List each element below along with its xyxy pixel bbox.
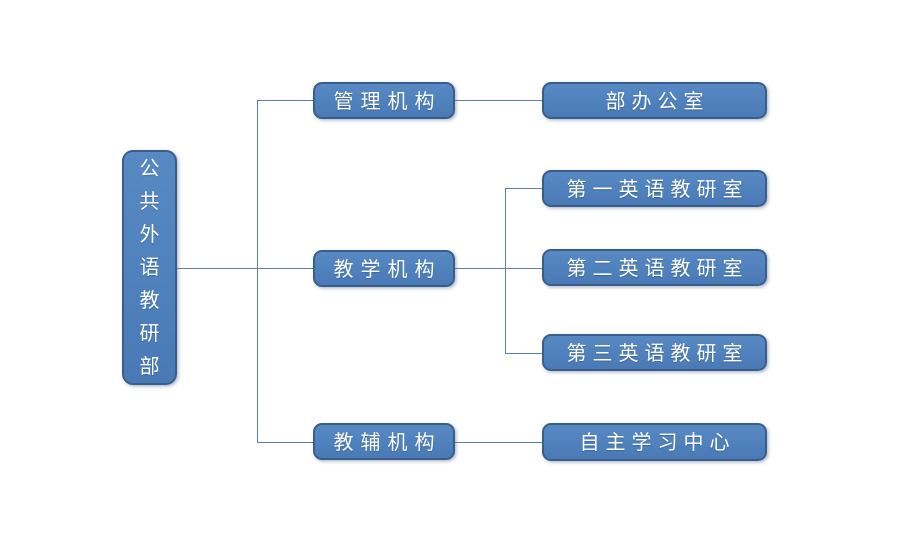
node-auxiliary-org: 教辅机构 — [313, 423, 455, 460]
node-english-office-3: 第三英语教研室 — [542, 334, 767, 371]
node-management-label: 管理机构 — [333, 88, 442, 113]
node-dept-office: 部办公室 — [542, 82, 767, 119]
connector-auxiliary-to-selfstudy — [455, 442, 542, 443]
connector-branch-english1 — [505, 188, 542, 189]
node-selfstudy-center: 自主学习中心 — [542, 423, 767, 461]
connector-trunk-level1 — [257, 100, 258, 442]
node-english-office-2-label: 第二英语教研室 — [566, 255, 749, 280]
connector-branch-english2 — [505, 268, 542, 269]
connector-branch-teaching — [257, 268, 313, 269]
node-root-label: 公共外语教研部 — [139, 156, 160, 378]
node-teaching-label: 教学机构 — [333, 256, 442, 281]
node-selfstudy-center-label: 自主学习中心 — [579, 430, 736, 454]
connector-management-to-office — [455, 100, 542, 101]
node-auxiliary-label: 教辅机构 — [333, 429, 442, 454]
node-english-office-3-label: 第三英语教研室 — [566, 340, 749, 365]
connector-trunk-level2 — [505, 188, 506, 353]
connector-teaching-to-trunk — [455, 268, 505, 269]
node-english-office-2: 第二英语教研室 — [542, 249, 767, 286]
node-dept-office-label: 部办公室 — [605, 88, 710, 113]
node-root-department: 公共外语教研部 — [122, 150, 177, 385]
node-teaching-org: 教学机构 — [313, 250, 455, 287]
node-english-office-1: 第一英语教研室 — [542, 170, 767, 207]
node-english-office-1-label: 第一英语教研室 — [566, 176, 749, 201]
connector-branch-english3 — [505, 353, 542, 354]
node-management-org: 管理机构 — [313, 82, 455, 119]
connector-branch-auxiliary — [257, 442, 313, 443]
connector-branch-management — [257, 100, 313, 101]
connector-root-to-trunk — [177, 268, 257, 269]
